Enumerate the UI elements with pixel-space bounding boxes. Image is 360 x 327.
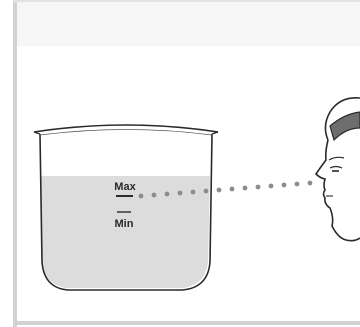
frame-top-border — [13, 0, 360, 2]
frame-left-border — [13, 0, 17, 327]
top-band — [16, 2, 360, 46]
frame-bottom-border — [13, 321, 360, 325]
min-mark-label: Min — [115, 218, 134, 230]
max-mark-label: Max — [114, 181, 136, 193]
